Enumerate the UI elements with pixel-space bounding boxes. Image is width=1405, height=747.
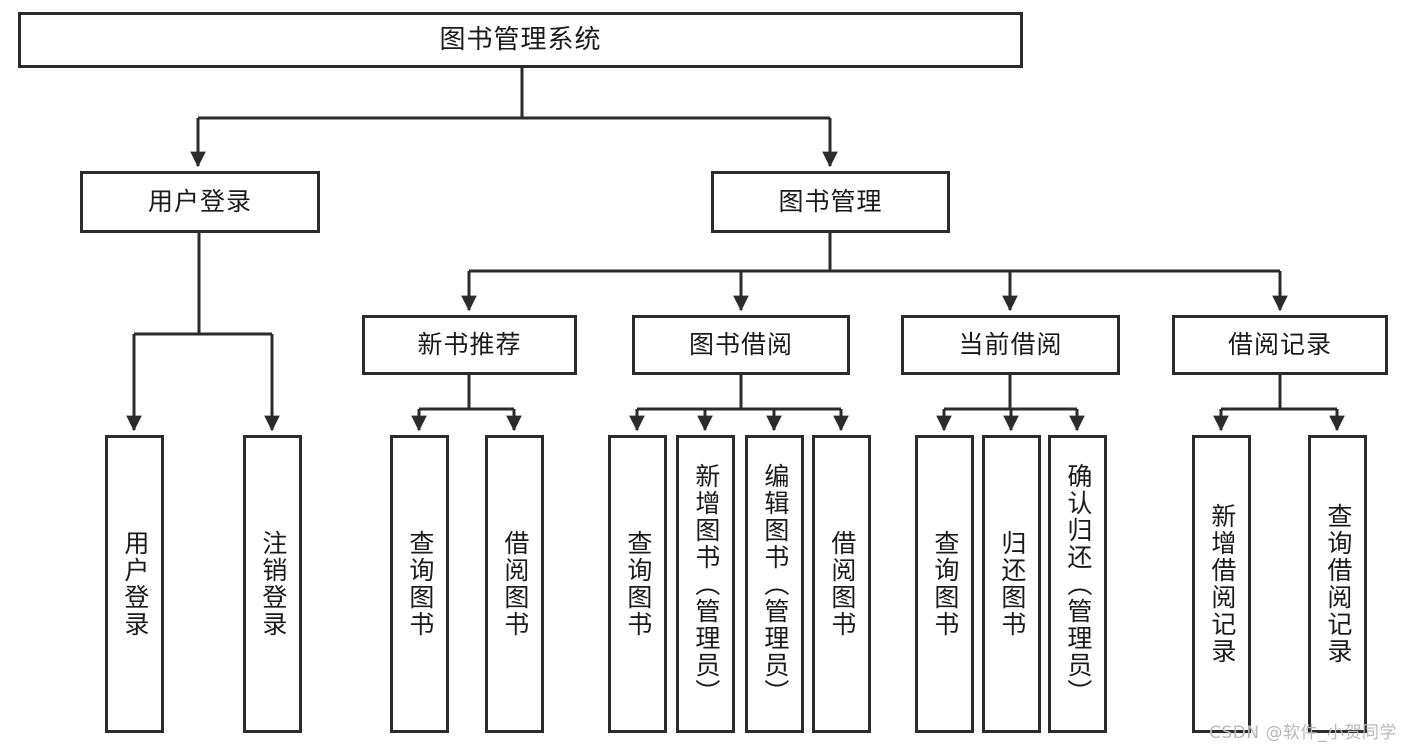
node-book-borrow[interactable]: 图书借阅 [632, 315, 850, 375]
node-root[interactable]: 图书管理系统 [18, 12, 1023, 68]
node-root-label: 图书管理系统 [439, 24, 602, 55]
node-new-book-recommend[interactable]: 新书推荐 [362, 315, 577, 375]
node-current-borrow-label: 当前借阅 [958, 330, 1063, 360]
node-leaf-return-book[interactable]: 归还图书 [982, 435, 1041, 733]
node-leaf-query-book-3[interactable]: 查询图书 [915, 435, 974, 733]
node-leaf-add-record[interactable]: 新增借阅记录 [1192, 435, 1251, 733]
node-current-borrow[interactable]: 当前借阅 [901, 315, 1120, 375]
node-borrow-record[interactable]: 借阅记录 [1172, 315, 1388, 375]
node-user-login[interactable]: 用户登录 [80, 171, 320, 233]
node-leaf-user-login[interactable]: 用户登录 [105, 435, 164, 733]
node-new-book-recommend-label: 新书推荐 [417, 330, 522, 360]
node-leaf-query-book-1[interactable]: 查询图书 [390, 435, 449, 733]
node-borrow-record-label: 借阅记录 [1227, 330, 1332, 360]
node-leaf-edit-book[interactable]: 编辑图书（管理员） [745, 435, 804, 733]
node-leaf-query-book-2[interactable]: 查询图书 [608, 435, 667, 733]
node-book-manage-label: 图书管理 [778, 187, 883, 217]
node-user-login-label: 用户登录 [147, 187, 252, 217]
node-book-manage[interactable]: 图书管理 [711, 171, 950, 233]
node-leaf-confirm-return[interactable]: 确认归还（管理员） [1048, 435, 1107, 733]
node-leaf-add-book[interactable]: 新增图书（管理员） [676, 435, 735, 733]
node-leaf-user-logout[interactable]: 注销登录 [243, 435, 302, 733]
node-leaf-borrow-book-2[interactable]: 借阅图书 [812, 435, 871, 733]
node-leaf-query-record[interactable]: 查询借阅记录 [1308, 435, 1367, 733]
watermark-label: CSDN @软件_小贺同学 [1209, 723, 1397, 743]
node-book-borrow-label: 图书借阅 [688, 330, 793, 360]
node-leaf-borrow-book-1[interactable]: 借阅图书 [485, 435, 544, 733]
